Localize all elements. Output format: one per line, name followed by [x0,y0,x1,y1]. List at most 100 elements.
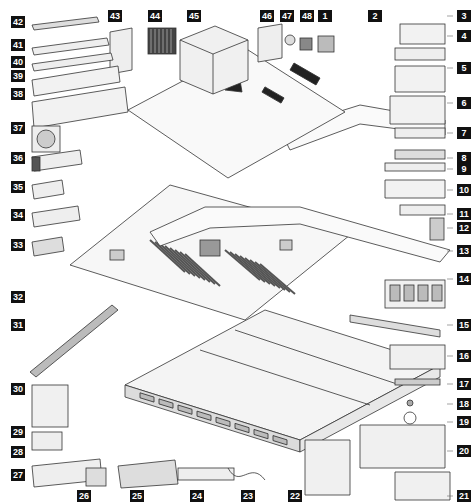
leader-line [447,325,453,326]
heat-fin [151,29,152,53]
drive-bay [159,399,173,408]
callout-number: 3 [457,10,471,22]
leader-line [447,496,453,497]
adapter-card [385,163,445,171]
callout-number: 31 [11,319,25,331]
chassis-front [125,385,300,452]
drive-filler [32,237,64,256]
dimm-slot [240,256,275,286]
leader-line [447,279,453,280]
callout-number: 23 [241,490,255,502]
callout-number: 17 [457,378,471,390]
callout-number: 19 [457,416,471,428]
heat-fin [159,29,160,53]
dimm-slot [180,252,215,284]
callout-number: 40 [11,56,25,68]
leader-line [447,228,453,229]
callout-number: 14 [457,273,471,285]
bar-part [32,17,99,30]
drive-front [32,157,40,171]
riser-bracket [390,96,445,124]
callout-number: 5 [457,62,471,74]
riser-card [395,48,445,60]
cable-ring [404,412,416,424]
board-chip [280,240,292,250]
leader-line [447,133,453,134]
cage-edge [213,40,248,54]
callout-number: 36 [11,152,25,164]
backplane [385,280,445,308]
drive-bay [235,423,249,432]
riser-cage [400,24,445,44]
drive-bay [273,436,287,445]
system-board [70,185,350,320]
drive-cage [180,26,248,94]
callout-number: 38 [11,88,25,100]
drive [32,206,80,227]
callout-number: 44 [148,10,162,22]
drive [32,180,64,199]
connector [432,285,442,301]
cover-label [290,63,320,85]
callout-number: 32 [11,291,25,303]
callout-number: 39 [11,70,25,82]
callout-number: 6 [457,97,471,109]
screw [407,400,413,406]
memory-module [395,379,440,385]
drive-bay [197,411,211,420]
cable [228,468,265,480]
drive-bay [254,429,268,438]
drive-bay [140,393,154,402]
leader-line [447,251,453,252]
leader-line [447,356,453,357]
dimm-slot [260,264,295,294]
callout-number: 10 [457,184,471,196]
callout-number: 48 [300,10,314,22]
fan [32,126,60,152]
leader-line [447,190,453,191]
leader-line [447,36,453,37]
callout-number: 9 [457,163,471,175]
callout-number: 47 [280,10,294,22]
dimm-slot [255,262,290,292]
dimm-slot [245,258,280,288]
leader-line [447,422,453,423]
callout-number: 2 [368,10,382,22]
callout-number: 35 [11,181,25,193]
heat-fin [155,29,156,53]
callout-number: 4 [457,30,471,42]
small-module [86,468,106,486]
board-strip [178,468,234,480]
callout-number: 7 [457,127,471,139]
cage-edge [180,40,213,54]
callout-number: 18 [457,398,471,410]
heat-sink [148,28,176,54]
cable-bar [350,315,440,337]
heat-fin [171,29,172,53]
callout-number: 30 [11,383,25,395]
callout-number: 25 [130,490,144,502]
connector [390,285,400,301]
board-module [390,345,445,369]
leader-line [447,214,453,215]
backplane [32,87,128,128]
drive-tray [360,425,445,468]
drive-bay [178,405,192,414]
filler [400,205,445,215]
callout-number: 28 [11,446,25,458]
leader-line [447,16,453,17]
adapter-card [395,150,445,159]
panel-board [32,432,62,450]
riser-assembly [385,180,445,198]
callout-number: 11 [457,208,471,220]
leader-line [447,404,453,405]
callout-number: 37 [11,122,25,134]
leader-line [447,384,453,385]
callout-number: 41 [11,39,25,51]
callout-number: 27 [11,469,25,481]
callout-number: 15 [457,319,471,331]
dimm-slot [185,254,220,286]
connector [404,285,414,301]
adapter-bracket [395,128,445,138]
